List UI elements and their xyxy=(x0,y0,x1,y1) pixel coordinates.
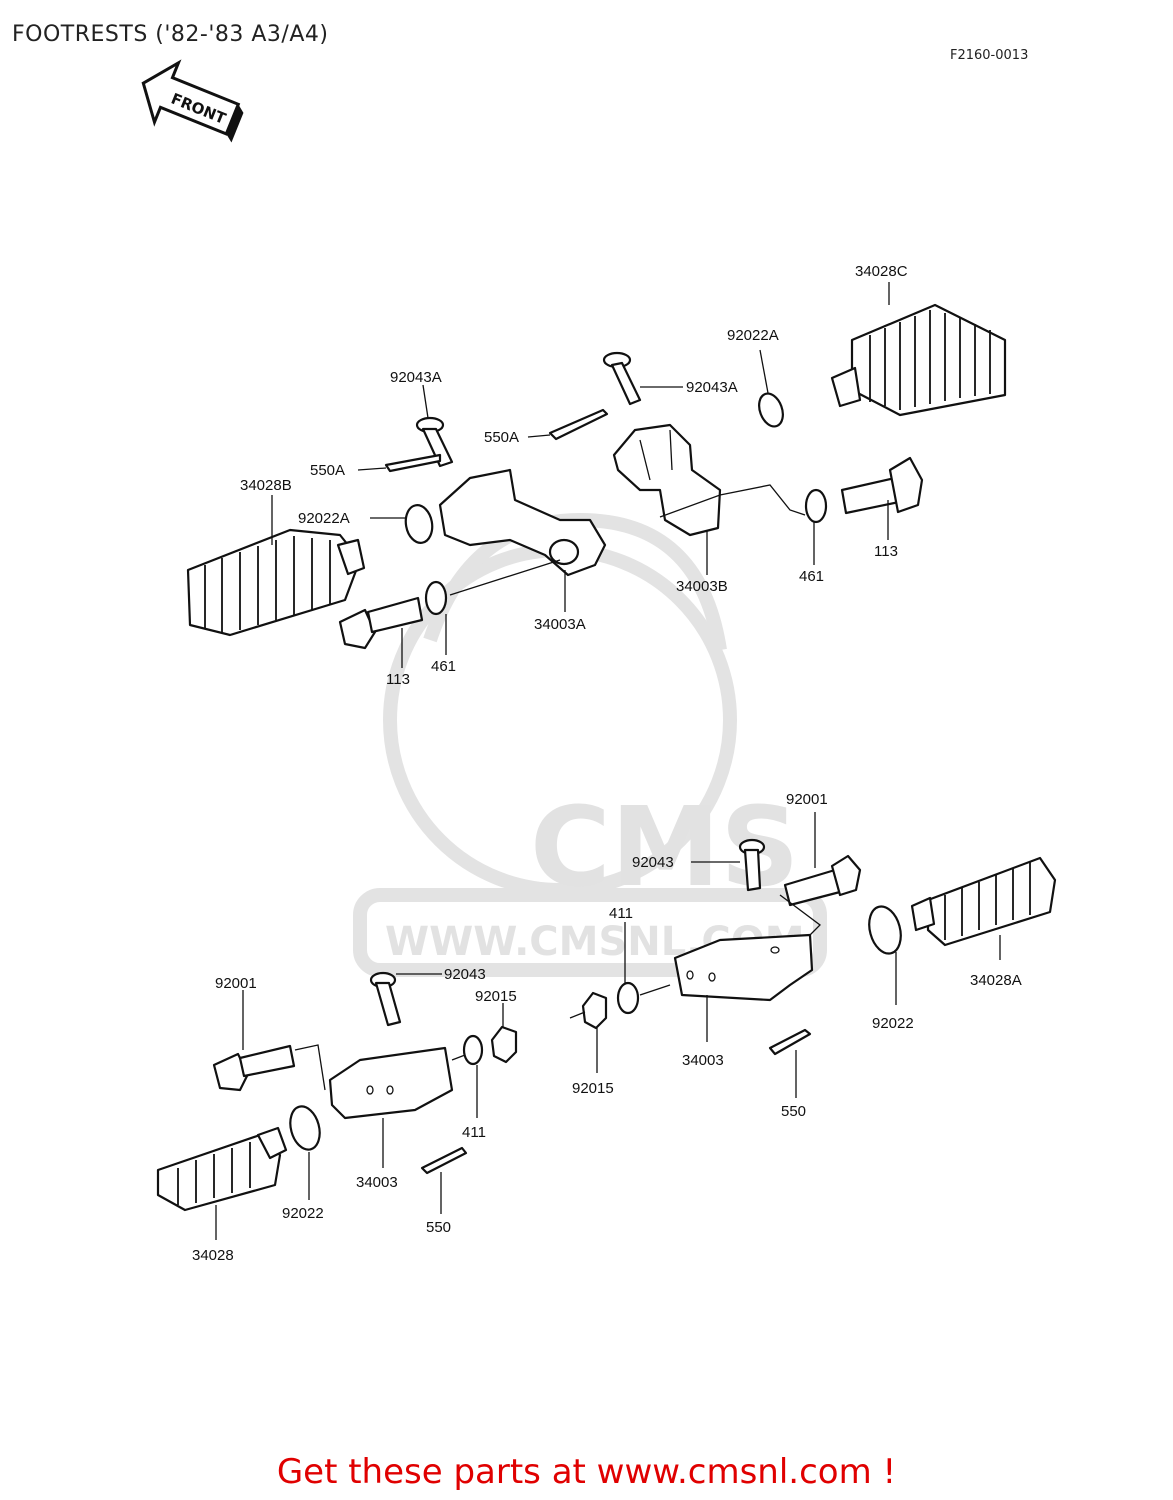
label-113-right: 113 xyxy=(874,543,898,560)
cotter-550a-left xyxy=(384,453,442,473)
bracket-34003a xyxy=(438,468,607,577)
label-550a-left: 550A xyxy=(310,462,345,479)
washer-411-right xyxy=(616,981,640,1015)
bracket-34003-left xyxy=(328,1046,454,1120)
label-461-left: 461 xyxy=(431,658,456,675)
bracket-34003-right xyxy=(673,933,814,1002)
nut-92015-left xyxy=(490,1025,518,1064)
cotter-550-left xyxy=(420,1146,468,1175)
label-113-left: 113 xyxy=(386,671,410,688)
bolt-92001-left xyxy=(212,1044,296,1092)
footpeg-34028c xyxy=(830,303,1007,417)
washer-411-left xyxy=(462,1034,484,1066)
pin-92043a-right xyxy=(602,351,642,406)
pin-92043-left xyxy=(369,971,402,1027)
washer-92022-left xyxy=(289,1105,321,1151)
part-labels: 34028C 92022A 92043A 550A 92043A 550A 34… xyxy=(192,263,1022,1264)
washer-461-right xyxy=(804,488,828,524)
label-92043-left: 92043 xyxy=(444,966,486,983)
label-34028: 34028 xyxy=(192,1247,234,1264)
label-461-right: 461 xyxy=(799,568,824,585)
label-92022-left: 92022 xyxy=(282,1205,324,1222)
label-92022a-right: 92022A xyxy=(727,327,779,344)
label-34003b: 34003B xyxy=(676,578,728,595)
label-92043a-right: 92043A xyxy=(686,379,738,396)
page-title: FOOTRESTS ('82-'83 A3/A4) xyxy=(12,22,329,47)
footpeg-34028 xyxy=(156,1126,288,1212)
label-92022a-left: 92022A xyxy=(298,510,350,527)
washer-92022a-left xyxy=(404,504,434,544)
label-550a-right: 550A xyxy=(484,429,519,446)
front-arrow-icon: FRONT xyxy=(141,59,244,143)
label-411-right: 411 xyxy=(609,905,633,922)
bracket-34003b xyxy=(612,423,722,537)
washer-92022a-right xyxy=(758,392,784,428)
footer-link[interactable]: Get these parts at www.cmsnl.com ! xyxy=(276,1452,897,1492)
label-550-left: 550 xyxy=(426,1219,451,1236)
washer-92022-right xyxy=(868,905,902,955)
footpeg-34028a xyxy=(910,856,1057,947)
footpeg-34028b xyxy=(186,528,366,637)
label-34003a: 34003A xyxy=(534,616,586,633)
label-34028c: 34028C xyxy=(855,263,908,280)
label-34003-right: 34003 xyxy=(682,1052,724,1069)
label-92001-left: 92001 xyxy=(215,975,257,992)
label-34028a: 34028A xyxy=(970,972,1022,989)
label-92015-right: 92015 xyxy=(572,1080,614,1097)
washer-461-left xyxy=(424,580,448,616)
bolt-113-left xyxy=(338,596,424,650)
footer-banner: Get these parts at www.cmsnl.com ! xyxy=(0,1452,1173,1492)
bolt-113-right xyxy=(840,456,924,515)
label-34028b: 34028B xyxy=(240,477,292,494)
cotter-550a-right xyxy=(548,408,609,441)
nut-92015-right xyxy=(581,991,608,1030)
label-92043-right: 92043 xyxy=(632,854,674,871)
cotter-550-right xyxy=(768,1028,812,1056)
label-92022-right: 92022 xyxy=(872,1015,914,1032)
label-92043a-left: 92043A xyxy=(390,369,442,386)
figure-code: F2160-0013 xyxy=(950,48,1029,63)
label-92001-right: 92001 xyxy=(786,791,828,808)
bolt-92001-right xyxy=(783,854,862,907)
parts-diagram: CMS WWW.CMSNL.COM FRONT xyxy=(141,59,1057,1264)
label-411-left: 411 xyxy=(462,1124,486,1141)
pin-92043a-left xyxy=(415,416,454,468)
label-34003-left: 34003 xyxy=(356,1174,398,1191)
pin-92043-right xyxy=(738,838,766,892)
label-92015-left: 92015 xyxy=(475,988,517,1005)
label-550-right: 550 xyxy=(781,1103,806,1120)
